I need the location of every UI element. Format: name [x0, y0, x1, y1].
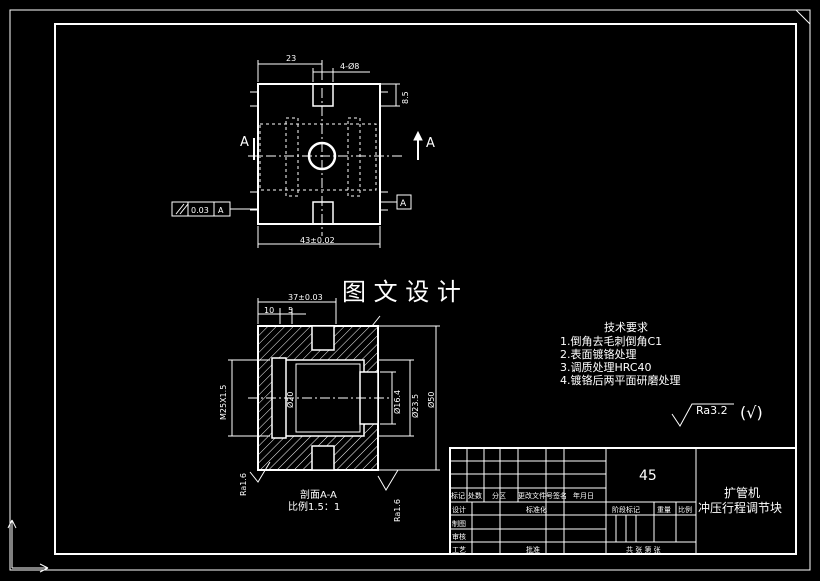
- tech-req-item-2: 2.表面镀铬处理: [560, 347, 637, 361]
- material: 45: [639, 468, 657, 484]
- title-line-2: 冲压行程调节块: [698, 500, 782, 515]
- tb-r-check: 审核: [452, 532, 466, 541]
- tb-h-doc: 更改文件号: [518, 491, 553, 500]
- dim-holes: 4-Ø8: [340, 61, 359, 71]
- tech-req-item-1: 1.倒角去毛刺倒角C1: [560, 335, 662, 348]
- tb-r-sheets: 共 张 第 张: [626, 545, 661, 554]
- dim-slot: 8.5: [401, 91, 410, 104]
- tb-r-process: 工艺: [452, 546, 466, 554]
- datum-label: A: [400, 199, 407, 209]
- tb-r-approve: 批准: [526, 545, 540, 554]
- tech-req-item-4: 4.镀铬后两平面研磨处理: [560, 373, 681, 387]
- section-label-left: A: [240, 135, 249, 150]
- top-view: [171, 60, 423, 248]
- tb-r-design: 设计: [452, 505, 466, 514]
- dim-50: Ø50: [426, 392, 436, 408]
- title-block: [449, 447, 797, 555]
- roughness-right: Ra1.6: [393, 499, 402, 522]
- corner-mark: [795, 9, 811, 25]
- tb-h-sign: 签名: [553, 491, 567, 500]
- roughness-value: Ra3.2: [696, 404, 728, 417]
- dim-inner: Ø20: [285, 392, 295, 408]
- ucs-icon: [7, 519, 49, 573]
- tb-r-draw: 制图: [452, 519, 466, 528]
- section-scale: 比例1.5：1: [288, 500, 340, 513]
- watermark: 图 文 设 计: [342, 278, 461, 306]
- roughness-left: Ra1.6: [239, 473, 248, 496]
- dim-5: 5: [288, 306, 293, 315]
- dim-section-top: 37±0.03: [288, 293, 323, 302]
- tolerance-ref: A: [218, 206, 224, 215]
- tb-r-stage: 阶段标记: [612, 505, 640, 514]
- roughness-suffix: (√): [740, 403, 763, 422]
- tb-h-zone: 分区: [492, 491, 506, 500]
- tolerance-value: 0.03: [191, 206, 209, 215]
- tb-h-count: 处数: [468, 491, 482, 500]
- section-view: [228, 298, 440, 491]
- section-caption: 剖面A-A: [300, 488, 337, 501]
- tb-r-weight: 重量: [657, 506, 671, 514]
- dim-10: 10: [264, 306, 274, 315]
- section-label-right: A: [426, 136, 435, 151]
- outer-frame: [9, 9, 811, 571]
- dim-23: Ø23.5: [410, 394, 420, 418]
- dim-16: Ø16.4: [392, 390, 402, 414]
- roughness-symbol: [671, 403, 734, 427]
- tech-req-item-3: 3.调质处理HRC40: [560, 361, 652, 374]
- title-line-1: 扩管机: [724, 485, 760, 500]
- inner-frame: [54, 23, 797, 555]
- tb-h-mark: 标记: [451, 491, 465, 500]
- dim-bottom-width: 43±0.02: [300, 236, 335, 245]
- tb-h-date: 年月日: [573, 491, 594, 500]
- dim-top-width: 23: [286, 54, 296, 63]
- tb-r-scale: 比例: [678, 505, 692, 514]
- tech-req-title: 技术要求: [604, 321, 648, 334]
- dim-thread: M25X1.5: [219, 385, 228, 420]
- tb-r-std: 标准化: [526, 505, 547, 514]
